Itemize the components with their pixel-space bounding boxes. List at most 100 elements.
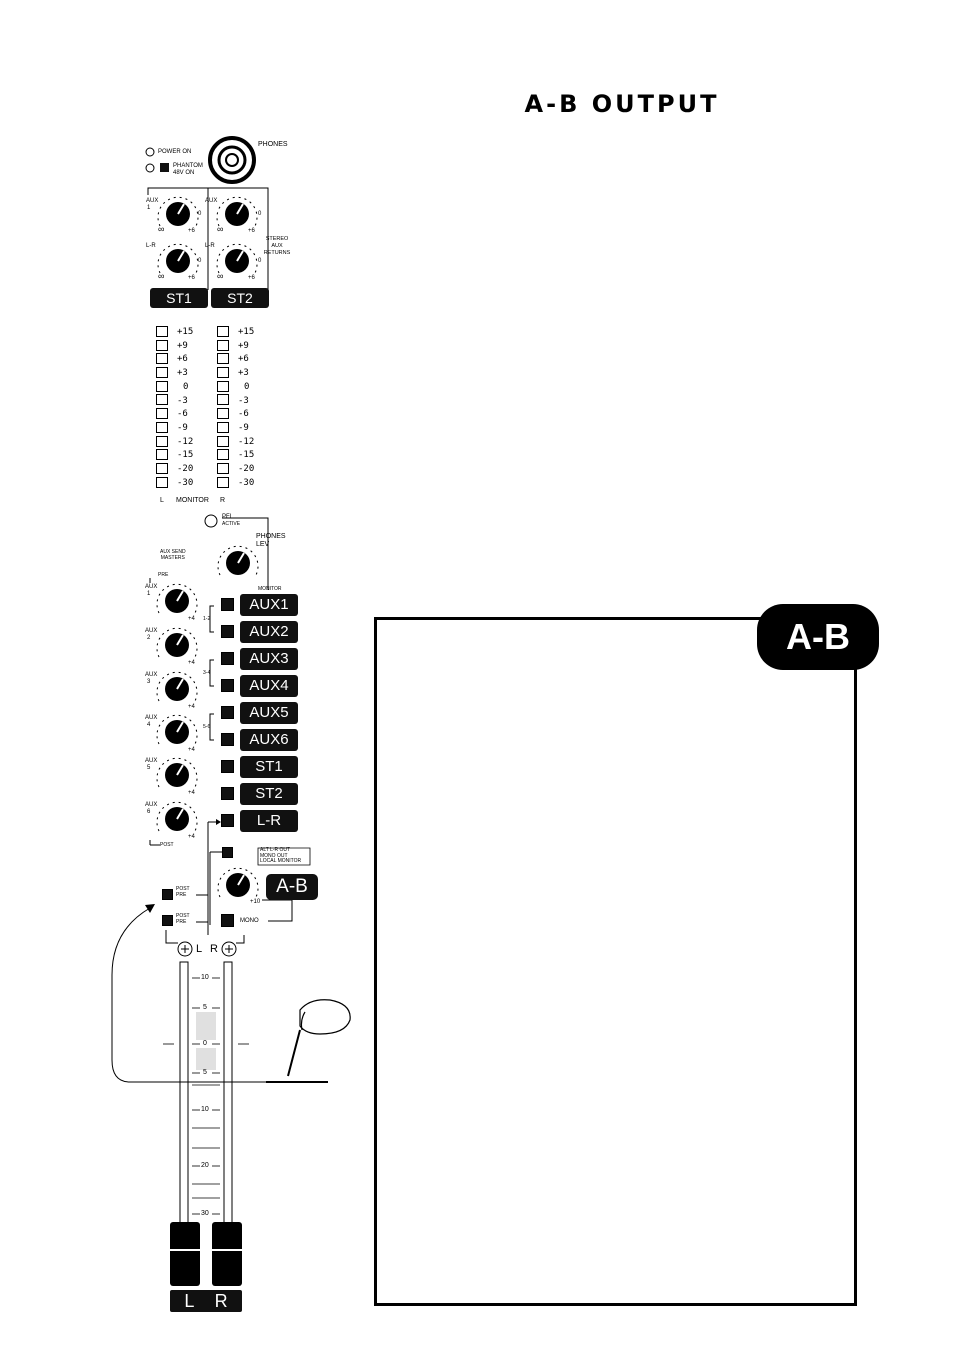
monitor-aux2-label[interactable]: AUX2 <box>240 621 298 643</box>
pair-label-5-6: 5-6 <box>203 724 211 730</box>
post-pre-switch-2[interactable] <box>162 915 173 926</box>
return1-lr-label: L-R <box>146 243 156 249</box>
power-led <box>145 147 155 157</box>
post-label-2: POST <box>176 913 190 919</box>
lr-return-knob-1 <box>166 249 190 273</box>
monitor-aux6-label[interactable]: AUX6 <box>240 729 298 751</box>
phantom-led <box>145 163 155 173</box>
alt-lr-out-label: ALT L-R OUT <box>260 847 291 853</box>
aux-master-1-plus: +4 <box>188 616 195 622</box>
ab-badge: A-B <box>757 604 879 670</box>
monitor-aux2-switch[interactable] <box>221 625 234 638</box>
monitor-lr-switch[interactable] <box>221 814 234 827</box>
return4-zero: 0 <box>258 258 262 264</box>
fader-scale-10: 10 <box>201 974 209 981</box>
monitor-aux6-switch[interactable] <box>221 733 234 746</box>
aux-master-2-plus: +4 <box>188 660 195 666</box>
meter-left-scale: +15+9+6+3 0-3-6-9 -12-15-20-30 <box>177 327 194 488</box>
monitor-st1-label[interactable]: ST1 <box>240 756 298 778</box>
monitor-aux5-switch[interactable] <box>221 706 234 719</box>
return1-zero: 0 <box>198 211 202 217</box>
phones-label: PHONES <box>258 141 288 148</box>
ab-output-label: A-B <box>266 874 318 900</box>
stereo-aux-returns-label: STEREO AUX RETURNS <box>263 236 291 256</box>
aux-master-1-label: AUX <box>145 584 158 590</box>
monitor-aux1-switch[interactable] <box>221 598 234 611</box>
aux-master-knobs <box>165 589 189 831</box>
ab-description-box <box>374 617 857 1306</box>
aux-master-2-num: 2 <box>147 635 151 641</box>
monitor-st1-switch[interactable] <box>221 760 234 773</box>
ab-mode-switch[interactable] <box>222 847 233 858</box>
fader-top-l-label: L <box>196 943 203 955</box>
phantom-switch <box>160 163 169 172</box>
monitor-st2-label[interactable]: ST2 <box>240 783 298 805</box>
aux-master-3-plus: +4 <box>188 704 195 710</box>
lr-return-knob-2 <box>225 249 249 273</box>
mono-out-label: MONO OUT <box>260 852 288 859</box>
return1-plus6: +6 <box>188 228 195 234</box>
pair-label-1-2: 1-2 <box>203 616 211 622</box>
aux-master-5-num: 5 <box>147 765 151 771</box>
meter-right-leds <box>217 326 229 488</box>
return3-zero: 0 <box>198 258 202 264</box>
return2-plus6: +6 <box>248 228 255 234</box>
return4-plus6: +6 <box>248 275 255 281</box>
monitor-aux4-label[interactable]: AUX4 <box>240 675 298 697</box>
mono-label: MONO <box>240 918 259 924</box>
hand-pencil-icon <box>287 999 351 1077</box>
monitor-aux4-switch[interactable] <box>221 679 234 692</box>
return2-inf: ∞ <box>217 224 224 234</box>
return2-zero: 0 <box>258 211 262 217</box>
monitor-section-label: MONITOR <box>258 586 282 592</box>
meter-monitor-label: MONITOR <box>176 497 209 504</box>
monitor-st2-switch[interactable] <box>221 787 234 800</box>
aux-master-3-num: 3 <box>147 679 151 685</box>
aux-master-4-label: AUX <box>145 715 158 721</box>
local-monitor-label: LOCAL MONITOR <box>260 858 302 864</box>
return3-plus6: +6 <box>188 275 195 281</box>
st1-return-button[interactable]: ST1 <box>150 288 208 308</box>
fader-top-r-label: R <box>210 943 218 955</box>
return2-aux-label: AUX <box>205 198 218 204</box>
aux-return-knob-1 <box>166 202 190 226</box>
aux-master-1-num: 1 <box>147 591 151 597</box>
mono-switch[interactable] <box>221 914 234 927</box>
fader-scale-5: 5 <box>203 1004 207 1011</box>
return1-inf: ∞ <box>158 224 165 234</box>
fader-cap-l <box>170 1222 200 1286</box>
pre-label-2: PRE <box>176 919 187 925</box>
aux-master-6-plus: +4 <box>188 834 195 840</box>
pre-label-1: PRE <box>176 892 187 898</box>
pfl-led <box>204 514 218 528</box>
meter-l-label: L <box>160 497 164 504</box>
pair-label-3-4: 3-4 <box>203 670 211 676</box>
fader-bottom-l-label: L <box>184 1291 194 1311</box>
monitor-aux5-label[interactable]: AUX5 <box>240 702 298 724</box>
fader-scale-minus20: 20 <box>201 1162 209 1169</box>
monitor-aux3-switch[interactable] <box>221 652 234 665</box>
post-pre-switch-1[interactable] <box>162 889 173 900</box>
return2-lr-label: L-R <box>205 243 215 249</box>
aux-master-3-label: AUX <box>145 672 158 678</box>
aux-master-5-label: AUX <box>145 758 158 764</box>
return4-inf: ∞ <box>217 271 224 281</box>
fader-scale-minus30: 30 <box>201 1210 209 1217</box>
monitor-aux3-label[interactable]: AUX3 <box>240 648 298 670</box>
meter-left-leds <box>156 326 168 488</box>
aux-master-6-num: 6 <box>147 809 151 815</box>
aux-master-5-plus: +4 <box>188 790 195 796</box>
aux-master-4-num: 4 <box>147 722 151 728</box>
pre-label: PRE <box>158 572 169 578</box>
monitor-lr-label[interactable]: L-R <box>240 810 298 832</box>
return1-aux-label: AUX <box>146 198 159 204</box>
pfl-label: PFL <box>222 514 234 520</box>
return1-aux-num: 1 <box>147 205 151 211</box>
aux-send-masters-label: AUX SEND MASTERS <box>160 549 186 561</box>
fader-scale-0: 0 <box>203 1040 207 1047</box>
post-label: POST <box>160 842 174 848</box>
meter-r-label: R <box>220 497 226 504</box>
st2-return-button[interactable]: ST2 <box>211 288 269 308</box>
monitor-aux1-label[interactable]: AUX1 <box>240 594 298 616</box>
